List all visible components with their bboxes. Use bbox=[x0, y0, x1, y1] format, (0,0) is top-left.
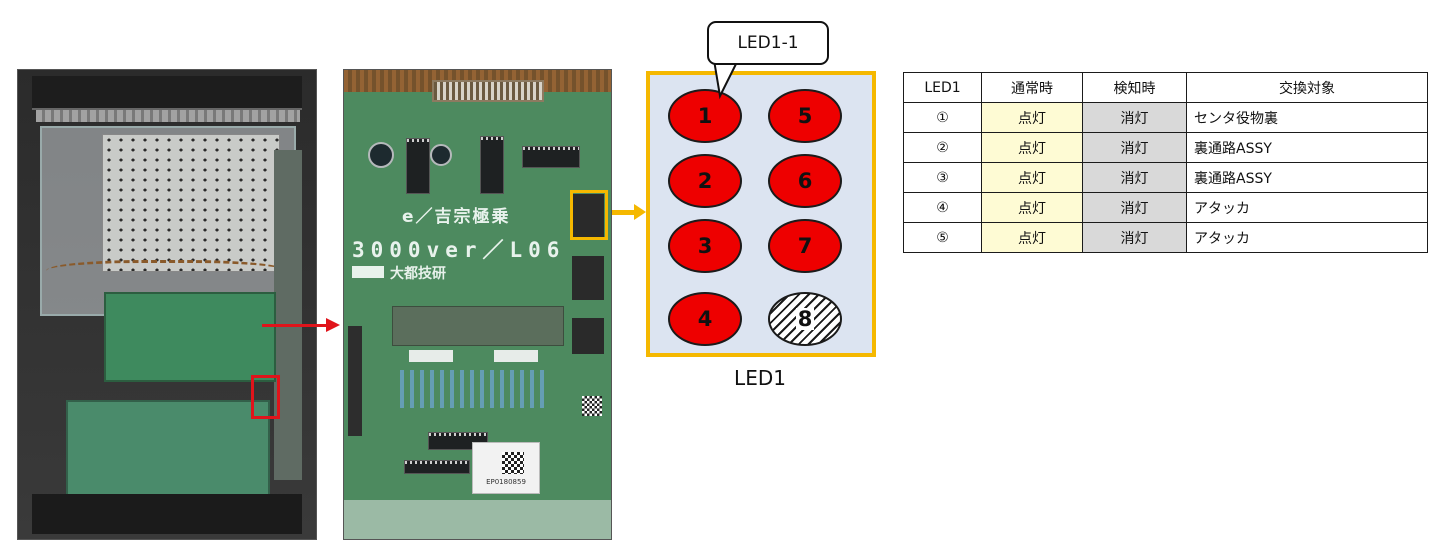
board-silk-label bbox=[409, 350, 453, 362]
machine-board-highlight-box bbox=[251, 375, 280, 419]
normal-state-cell: 点灯 bbox=[981, 222, 1083, 253]
led-status-table: LED1 通常時 検知時 交換対象 ① 点灯 消灯 センタ役物裏 ② 点灯 消灯… bbox=[903, 72, 1428, 253]
led-panel-caption: LED1 bbox=[734, 366, 786, 390]
board-ic-chip bbox=[404, 460, 470, 474]
board-closeup-photo: e／吉宗極乗 3000ver／L06 大都技研 EP0180859 bbox=[343, 69, 612, 540]
detect-state-cell: 消灯 bbox=[1082, 222, 1187, 253]
led-indicator: 2 bbox=[668, 154, 742, 208]
led-id-cell: ⑤ bbox=[903, 222, 982, 253]
led-number: 1 bbox=[697, 104, 713, 128]
led-indicator: 4 bbox=[668, 292, 742, 346]
table-row: ① 点灯 消灯 センタ役物裏 bbox=[903, 102, 1428, 133]
led-number: 3 bbox=[697, 234, 713, 258]
detect-state-cell: 消灯 bbox=[1082, 162, 1187, 193]
led-diagram-panel: 1 5 2 6 3 7 4 8 bbox=[646, 71, 876, 357]
table-row: ⑤ 点灯 消灯 アタッカ bbox=[903, 222, 1428, 253]
machine-top-frame bbox=[32, 76, 302, 110]
replace-target-cell: アタッカ bbox=[1186, 192, 1428, 223]
led-id-cell: ④ bbox=[903, 192, 982, 223]
led-number: 7 bbox=[797, 234, 813, 258]
board-ic-chip bbox=[406, 138, 430, 194]
qr-code-icon bbox=[582, 396, 602, 416]
machine-main-board bbox=[104, 292, 276, 382]
board-ic-chip bbox=[522, 146, 580, 168]
machine-lower-board bbox=[66, 400, 270, 496]
board-clear-case-edge bbox=[344, 500, 611, 539]
machine-rear-photo bbox=[17, 69, 317, 540]
board-maker-print: 大都技研 bbox=[390, 266, 446, 282]
callout-pointer bbox=[712, 59, 740, 100]
board-led-highlight-box bbox=[570, 190, 608, 240]
board-side-header bbox=[348, 326, 362, 436]
red-arrow-head-icon bbox=[326, 318, 340, 332]
board-maker-logo bbox=[352, 266, 384, 278]
board-model-print: 3000ver／L06 bbox=[352, 238, 566, 262]
detect-state-cell: 消灯 bbox=[1082, 192, 1187, 223]
replace-target-cell: アタッカ bbox=[1186, 222, 1428, 253]
board-resistor-row bbox=[400, 370, 550, 408]
board-silk-label bbox=[494, 350, 538, 362]
board-led-headers bbox=[572, 194, 604, 354]
normal-state-cell: 点灯 bbox=[981, 162, 1083, 193]
led-indicator: 3 bbox=[668, 219, 742, 273]
table-row: ④ 点灯 消灯 アタッカ bbox=[903, 192, 1428, 223]
led-number: 2 bbox=[697, 169, 713, 193]
normal-state-cell: 点灯 bbox=[981, 132, 1083, 163]
board-sticker-code: EP0180859 bbox=[486, 478, 526, 486]
led-indicator: 7 bbox=[768, 219, 842, 273]
header-detect: 検知時 bbox=[1082, 72, 1187, 103]
board-top-connector bbox=[432, 80, 544, 102]
led-number: 6 bbox=[797, 169, 813, 193]
detect-state-cell: 消灯 bbox=[1082, 102, 1187, 133]
board-ic-chip bbox=[480, 136, 504, 194]
machine-side-column bbox=[274, 150, 302, 480]
yellow-arrow-shaft bbox=[612, 210, 636, 215]
machine-bottom-frame bbox=[32, 494, 302, 534]
table-row: ③ 点灯 消灯 裏通路ASSY bbox=[903, 162, 1428, 193]
led-number: 8 bbox=[795, 307, 815, 331]
normal-state-cell: 点灯 bbox=[981, 192, 1083, 223]
led-id-cell: ① bbox=[903, 102, 982, 133]
led-indicator-unused: 8 bbox=[768, 292, 842, 346]
yellow-arrow-head-icon bbox=[634, 204, 646, 220]
replace-target-cell: 裏通路ASSY bbox=[1186, 132, 1428, 163]
led-number: 5 bbox=[797, 104, 813, 128]
led-indicator: 1 bbox=[668, 89, 742, 143]
board-capacitor bbox=[368, 142, 394, 168]
qr-code-icon bbox=[502, 452, 524, 474]
replace-target-cell: 裏通路ASSY bbox=[1186, 162, 1428, 193]
led-indicator: 6 bbox=[768, 154, 842, 208]
machine-wire-harness bbox=[46, 260, 286, 287]
machine-rail bbox=[36, 110, 300, 122]
led-indicator: 5 bbox=[768, 89, 842, 143]
table-header-row: LED1 通常時 検知時 交換対象 bbox=[903, 72, 1428, 103]
detect-state-cell: 消灯 bbox=[1082, 132, 1187, 163]
board-capacitor-small bbox=[430, 144, 452, 166]
table-row: ② 点灯 消灯 裏通路ASSY bbox=[903, 132, 1428, 163]
header-target: 交換対象 bbox=[1186, 72, 1428, 103]
board-blank-area bbox=[392, 306, 564, 346]
led-id-cell: ③ bbox=[903, 162, 982, 193]
replace-target-cell: センタ役物裏 bbox=[1186, 102, 1428, 133]
machine-perforated-panel bbox=[102, 134, 280, 272]
led-callout-label: LED1-1 bbox=[707, 21, 829, 65]
header-led: LED1 bbox=[903, 72, 982, 103]
led-id-cell: ② bbox=[903, 132, 982, 163]
normal-state-cell: 点灯 bbox=[981, 102, 1083, 133]
board-title-print: e／吉宗極乗 bbox=[402, 207, 511, 227]
led-number: 4 bbox=[697, 307, 713, 331]
header-normal: 通常時 bbox=[981, 72, 1083, 103]
red-arrow-shaft bbox=[262, 324, 328, 327]
